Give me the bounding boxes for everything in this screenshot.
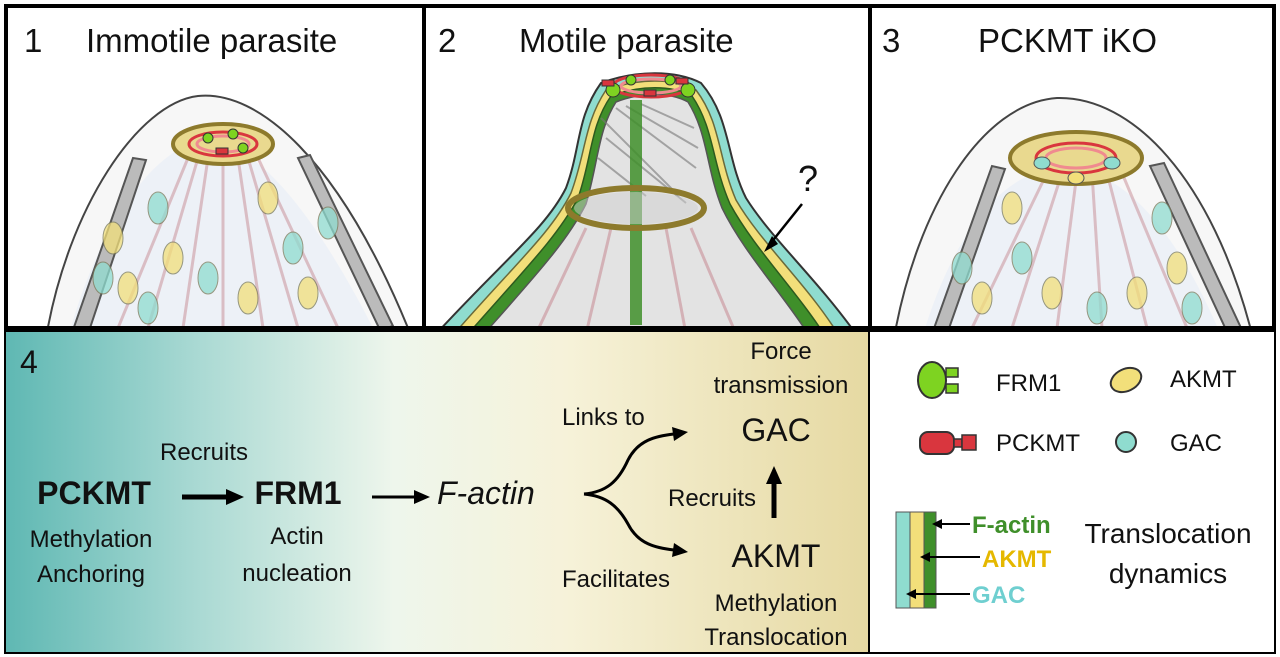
pckmt-role-methylation: Methylation [29,526,153,553]
frm1-symbol-icon [917,361,959,399]
panel-3-title: PCKMT iKO [978,22,1158,59]
panel-1-number: 1 [24,22,43,59]
akmt-role-methylation: Methylation [714,590,838,617]
legend-translocation: Translocation [1084,518,1252,549]
legend-frm1: FRM1 [996,370,1062,397]
frm1-label: FRM1 [254,475,342,511]
pckmt-iko-illustration [895,96,1251,326]
akmt-symbol-icon [1109,366,1143,394]
legend-layer-factin: F-actin [972,512,1051,539]
panel-4-number: 4 [20,344,38,380]
panel-immotile-parasite: 1 Immotile parasite [4,4,426,330]
frm1-role-actin: Actin [270,523,324,550]
immotile-parasite-illustration [47,94,409,326]
panel-3-number: 3 [882,22,901,59]
transmission-label: transmission [713,372,849,399]
facilitates-label: Facilitates [562,566,671,593]
links-to-label: Links to [562,404,645,431]
translocation-layers-icon [895,511,980,609]
frm1-role-nucleation: nucleation [242,560,352,587]
pckmt-label: PCKMT [37,475,151,511]
legend-gac: GAC [1170,430,1223,457]
pckmt-role-anchoring: Anchoring [36,561,146,588]
motile-parasite-illustration [442,72,852,326]
pckmt-symbol-icon [919,431,977,455]
panel-pckmt-ikko: 3 PCKMT iKO [868,4,1276,330]
panel-2-title: Motile parasite [519,22,734,59]
recruits-label-1: Recruits [160,439,249,466]
panel-pathway: 4 PCKMT Methylation Anchoring Recruits F… [4,330,870,654]
panel-2-number: 2 [438,22,457,59]
gac-symbol-icon [1115,431,1137,453]
recruits-label-2: Recruits [668,485,757,512]
panel-motile-parasite: 2 Motile parasite ? [424,4,870,330]
unknown-question-mark: ? [798,158,819,199]
factin-label: F-actin [437,475,535,511]
akmt-role-translocation: Translocation [704,624,848,651]
legend-panel: FRM1 AKMT PCKMT GAC F-actin AKMT GAC Tra… [868,330,1276,654]
akmt-label: AKMT [731,538,821,574]
legend-layer-akmt: AKMT [982,546,1052,573]
panel-1-title: Immotile parasite [86,22,338,59]
legend-pckmt: PCKMT [996,430,1080,457]
legend-akmt: AKMT [1170,366,1237,393]
gac-label: GAC [741,412,811,448]
legend-layer-gac: GAC [972,582,1026,609]
legend-symbols [895,361,1143,609]
pathway-arrows [182,427,782,557]
force-label: Force [750,338,812,365]
legend-dynamics: dynamics [1108,558,1228,589]
